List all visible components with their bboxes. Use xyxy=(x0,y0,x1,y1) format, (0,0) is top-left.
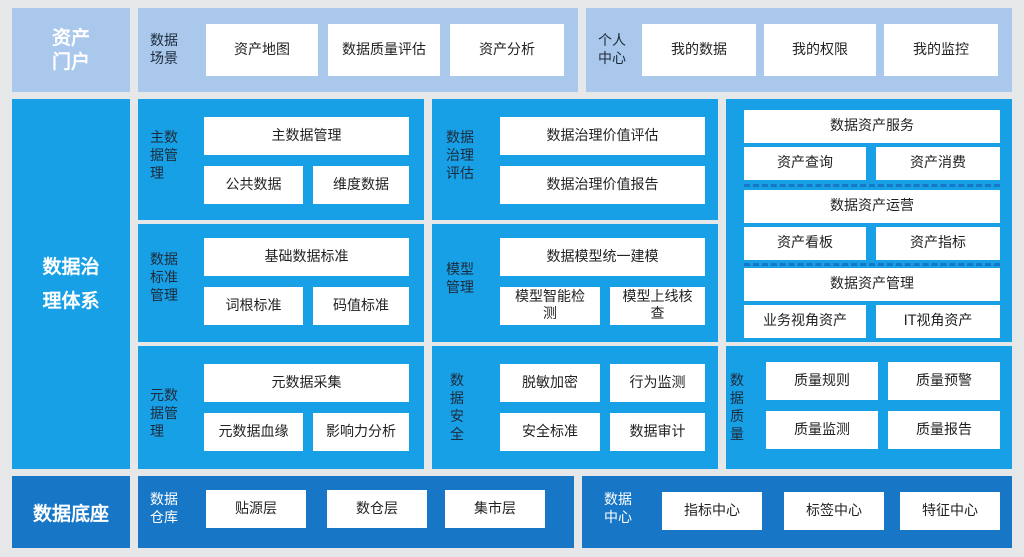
portal-personal-label: 个人 中心 xyxy=(598,33,626,67)
standards-basic[interactable]: 基础数据标准 xyxy=(204,238,409,276)
quality-alerts[interactable]: 质量预警 xyxy=(888,362,1000,400)
master-public-data[interactable]: 公共数据 xyxy=(204,166,303,204)
standards-label: 数据 标准 管理 xyxy=(150,252,178,304)
security-standards[interactable]: 安全标准 xyxy=(500,413,600,451)
warehouse-mart-layer[interactable]: 集市层 xyxy=(445,490,545,528)
layer-base-header: 数据底座 xyxy=(12,476,130,548)
portal-scenes-label: 数据 场景 xyxy=(150,33,178,67)
model-release-review[interactable]: 模型上线核 查 xyxy=(610,287,705,325)
master-data-label: 主数 据管 理 xyxy=(150,130,178,182)
metadata-impact-analysis[interactable]: 影响力分析 xyxy=(313,413,409,451)
assets-query[interactable]: 资产查询 xyxy=(744,147,866,180)
master-dimension-data[interactable]: 维度数据 xyxy=(313,166,409,204)
quality-reports[interactable]: 质量报告 xyxy=(888,411,1000,449)
layer-portal-header: 资产 门户 xyxy=(12,8,130,92)
center-indicator[interactable]: 指标中心 xyxy=(662,492,762,530)
evaluation-panel: 数据 治理 评估 数据治理价值评估 数据治理价值报告 xyxy=(432,99,718,220)
model-unified-modeling[interactable]: 数据模型统一建模 xyxy=(500,238,705,276)
center-feature[interactable]: 特征中心 xyxy=(900,492,1000,530)
evaluation-label: 数据 治理 评估 xyxy=(446,130,474,182)
data-center-panel: 数据 中心 指标中心 标签中心 特征中心 xyxy=(582,476,1012,548)
portal-my-monitoring[interactable]: 我的监控 xyxy=(884,24,998,76)
assets-panel: 数据资产服务 资产查询 资产消费 数据资产运营 资产看板 资产指标 数据资产管理… xyxy=(726,99,1012,342)
model-label: 模型 管理 xyxy=(446,262,474,296)
standards-panel: 数据 标准 管理 基础数据标准 词根标准 码值标准 xyxy=(138,224,424,342)
warehouse-source-layer[interactable]: 贴源层 xyxy=(206,490,306,528)
center-tag[interactable]: 标签中心 xyxy=(784,492,884,530)
portal-scene-quality-assessment[interactable]: 数据质量评估 xyxy=(328,24,440,76)
layer-governance-header: 数据治 理体系 xyxy=(12,99,130,469)
assets-business-view[interactable]: 业务视角资产 xyxy=(744,305,866,338)
assets-management-title[interactable]: 数据资产管理 xyxy=(744,268,1000,301)
assets-divider-2 xyxy=(744,263,1000,266)
assets-consumption[interactable]: 资产消费 xyxy=(876,147,1000,180)
security-masking[interactable]: 脱敏加密 xyxy=(500,364,600,402)
assets-service-title[interactable]: 数据资产服务 xyxy=(744,110,1000,143)
evaluation-value-report[interactable]: 数据治理价值报告 xyxy=(500,166,705,204)
warehouse-label: 数据 仓库 xyxy=(150,492,178,526)
quality-rules[interactable]: 质量规则 xyxy=(766,362,878,400)
portal-personal-panel: 个人 中心 我的数据 我的权限 我的监控 xyxy=(586,8,1012,92)
portal-scene-asset-analysis[interactable]: 资产分析 xyxy=(450,24,564,76)
portal-scenes-panel: 数据 场景 资产地图 数据质量评估 资产分析 xyxy=(138,8,578,92)
master-data-management[interactable]: 主数据管理 xyxy=(204,117,409,155)
model-panel: 模型 管理 数据模型统一建模 模型智能检 测 模型上线核 查 xyxy=(432,224,718,342)
standards-code-value[interactable]: 码值标准 xyxy=(313,287,409,325)
assets-divider-1 xyxy=(744,184,1000,187)
security-label: 数 据 安 全 xyxy=(450,372,464,443)
warehouse-dw-layer[interactable]: 数仓层 xyxy=(327,490,427,528)
security-panel: 数 据 安 全 脱敏加密 行为监测 安全标准 数据审计 xyxy=(432,346,718,469)
evaluation-value-assessment[interactable]: 数据治理价值评估 xyxy=(500,117,705,155)
metadata-collection[interactable]: 元数据采集 xyxy=(204,364,409,402)
data-center-label: 数据 中心 xyxy=(604,492,632,526)
portal-scene-asset-map[interactable]: 资产地图 xyxy=(206,24,318,76)
portal-my-permissions[interactable]: 我的权限 xyxy=(764,24,876,76)
metadata-lineage[interactable]: 元数据血缘 xyxy=(204,413,303,451)
warehouse-panel: 数据 仓库 贴源层 数仓层 集市层 xyxy=(138,476,574,548)
security-behavior-monitoring[interactable]: 行为监测 xyxy=(610,364,705,402)
standards-root-word[interactable]: 词根标准 xyxy=(204,287,303,325)
assets-it-view[interactable]: IT视角资产 xyxy=(876,305,1000,338)
assets-metrics[interactable]: 资产指标 xyxy=(876,227,1000,260)
quality-panel: 数 据 质 量 质量规则 质量预警 质量监测 质量报告 xyxy=(726,346,1012,469)
assets-operation-title[interactable]: 数据资产运营 xyxy=(744,190,1000,223)
quality-label: 数 据 质 量 xyxy=(730,372,744,443)
master-data-panel: 主数 据管 理 主数据管理 公共数据 维度数据 xyxy=(138,99,424,220)
metadata-label: 元数 据管 理 xyxy=(150,388,178,440)
quality-monitoring[interactable]: 质量监测 xyxy=(766,411,878,449)
assets-dashboard[interactable]: 资产看板 xyxy=(744,227,866,260)
security-audit[interactable]: 数据审计 xyxy=(610,413,705,451)
portal-my-data[interactable]: 我的数据 xyxy=(642,24,756,76)
metadata-panel: 元数 据管 理 元数据采集 元数据血缘 影响力分析 xyxy=(138,346,424,469)
model-smart-check[interactable]: 模型智能检 测 xyxy=(500,287,600,325)
